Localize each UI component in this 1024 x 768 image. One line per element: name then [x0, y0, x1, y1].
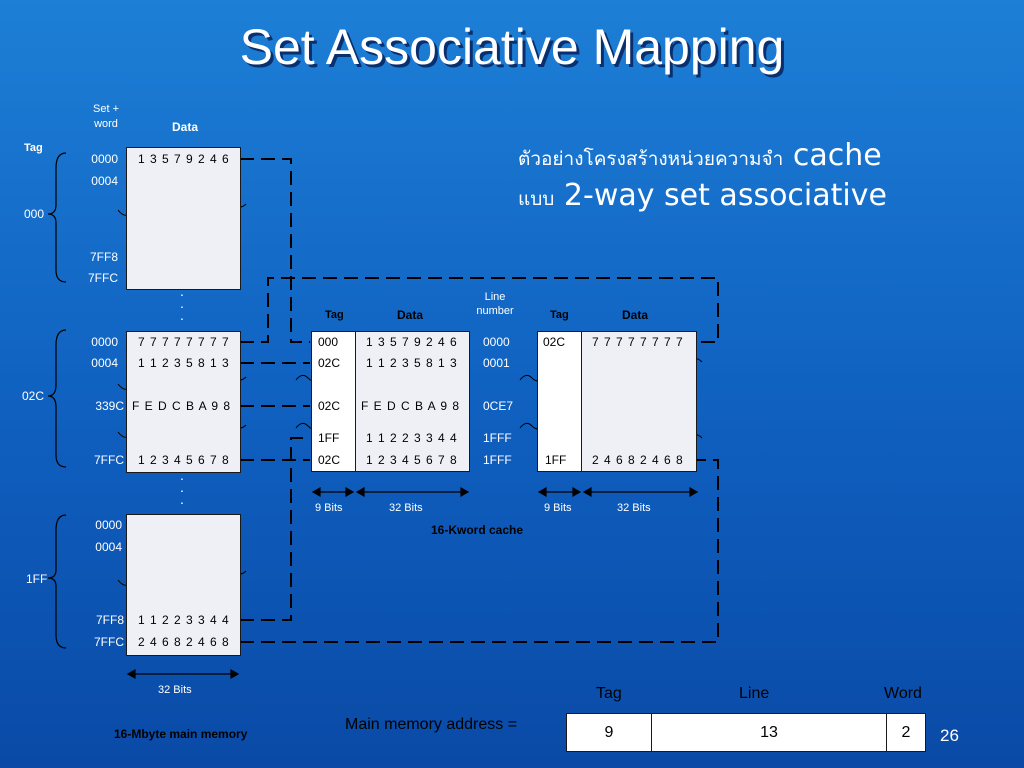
address-label: Main memory address =: [345, 716, 518, 733]
cache-line-number: 0001: [483, 356, 510, 370]
cache-way2-tag-bits: 9 Bits: [544, 502, 572, 514]
cache-tag: 1FF: [318, 431, 340, 445]
cache-data: 1 2 3 4 5 6 7 8: [366, 453, 458, 467]
cache-way1-data-bits: 32 Bits: [389, 502, 423, 514]
cache-way2-data-header: Data: [622, 308, 649, 322]
memory-data: 1 2 3 4 5 6 7 8: [138, 453, 230, 467]
description-line-2: แบบ 2-way set associative: [518, 178, 887, 214]
address-field-header: Line: [739, 685, 770, 702]
cache-line-number: 1FFF: [483, 453, 512, 467]
memory-addr: 7FF8: [95, 613, 124, 627]
cache-way1-tag-bits: 9 Bits: [315, 502, 343, 514]
main-memory-set-word-header: Set + word: [93, 103, 119, 130]
memory-tag-000: 000: [24, 207, 45, 221]
memory-addr: 0004: [95, 540, 122, 554]
cache-way1-tag-header: Tag: [325, 309, 344, 321]
memory-addr: 7FFC: [88, 271, 118, 285]
cache-tag: 02C: [543, 335, 566, 349]
description-thai-1: ตัวอย่างโครงสร้างหน่วยความจำ: [518, 148, 784, 170]
cache-data: 2 4 6 8 2 4 6 8: [592, 453, 684, 467]
memory-addr: 339C: [95, 399, 124, 413]
memory-data: 1 3 5 7 9 2 4 6: [138, 152, 230, 166]
description-line-1: ตัวอย่างโครงสร้างหน่วยความจำ cache: [518, 138, 882, 174]
slide-title: Set Associative Mapping: [239, 19, 785, 75]
address-field-header: Word: [884, 685, 922, 702]
memory-data: 7 7 7 7 7 7 7 7: [138, 335, 230, 349]
description-en-1: cache: [792, 138, 882, 173]
memory-block-1FF: [126, 514, 241, 656]
cache-tag: 02C: [318, 399, 341, 413]
cache-tag: 1FF: [545, 453, 567, 467]
memory-addr: 0004: [91, 356, 118, 370]
cache-way1-data-column: [355, 331, 470, 472]
memory-data: F E D C B A 9 8: [132, 399, 232, 413]
cache-data: 1 1 2 3 5 8 1 3: [366, 356, 458, 370]
memory-addr: 7FFC: [94, 453, 124, 467]
address-line-bits: 13: [651, 713, 887, 752]
line-number-header: Line number: [476, 291, 514, 317]
cache-way2-data-bits: 32 Bits: [617, 502, 651, 514]
memory-block-000: [126, 147, 241, 290]
memory-addr: 7FFC: [94, 635, 124, 649]
memory-tag-1FF: 1FF: [26, 572, 48, 586]
cache-caption: 16-Kword cache: [431, 523, 524, 537]
main-memory-width-label: 32 Bits: [158, 684, 192, 696]
main-memory-data-header: Data: [172, 120, 199, 134]
address-word-bits: 2: [886, 713, 926, 752]
memory-addr: 0000: [91, 335, 118, 349]
cache-way2-tag-column: [537, 331, 582, 472]
page-number: 26: [940, 726, 959, 745]
memory-addr: 7FF8: [89, 250, 118, 264]
cache-way2-tag-header: Tag: [550, 309, 569, 321]
memory-addr: 0000: [91, 152, 118, 166]
cache-way2-data-column: [581, 331, 697, 472]
cache-tag: 02C: [318, 453, 341, 467]
cache-line-number: 0CE7: [483, 399, 514, 413]
memory-data: 1 1 2 3 5 8 1 3: [138, 356, 230, 370]
cache-tag: 000: [318, 335, 339, 349]
description-thai-2: แบบ: [518, 188, 555, 210]
memory-tag-02C: 02C: [22, 389, 45, 403]
memory-addr: 0004: [91, 174, 118, 188]
ellipsis-dots: ···: [179, 470, 185, 510]
ellipsis-dots: ···: [179, 286, 185, 326]
cache-data: 1 3 5 7 9 2 4 6: [366, 335, 458, 349]
main-memory-tag-header: Tag: [24, 142, 43, 154]
memory-addr: 0000: [95, 518, 122, 532]
address-tag-bits: 9: [566, 713, 652, 752]
main-memory-caption: 16-Mbyte main memory: [114, 727, 248, 741]
cache-line-number: 1FFF: [483, 431, 512, 445]
cache-line-number: 0000: [483, 335, 510, 349]
cache-way1-tag-column: [311, 331, 356, 472]
memory-data: 1 1 2 2 3 3 4 4: [138, 613, 230, 627]
cache-data: F E D C B A 9 8: [361, 399, 461, 413]
memory-data: 2 4 6 8 2 4 6 8: [138, 635, 230, 649]
cache-data: 1 1 2 2 3 3 4 4: [366, 431, 458, 445]
address-field-header: Tag: [596, 685, 622, 702]
memory-block-02C: [126, 331, 241, 473]
description-en-2: 2-way set associative: [563, 178, 887, 213]
cache-way1-data-header: Data: [397, 308, 424, 322]
cache-tag: 02C: [318, 356, 341, 370]
cache-data: 7 7 7 7 7 7 7 7: [592, 335, 684, 349]
